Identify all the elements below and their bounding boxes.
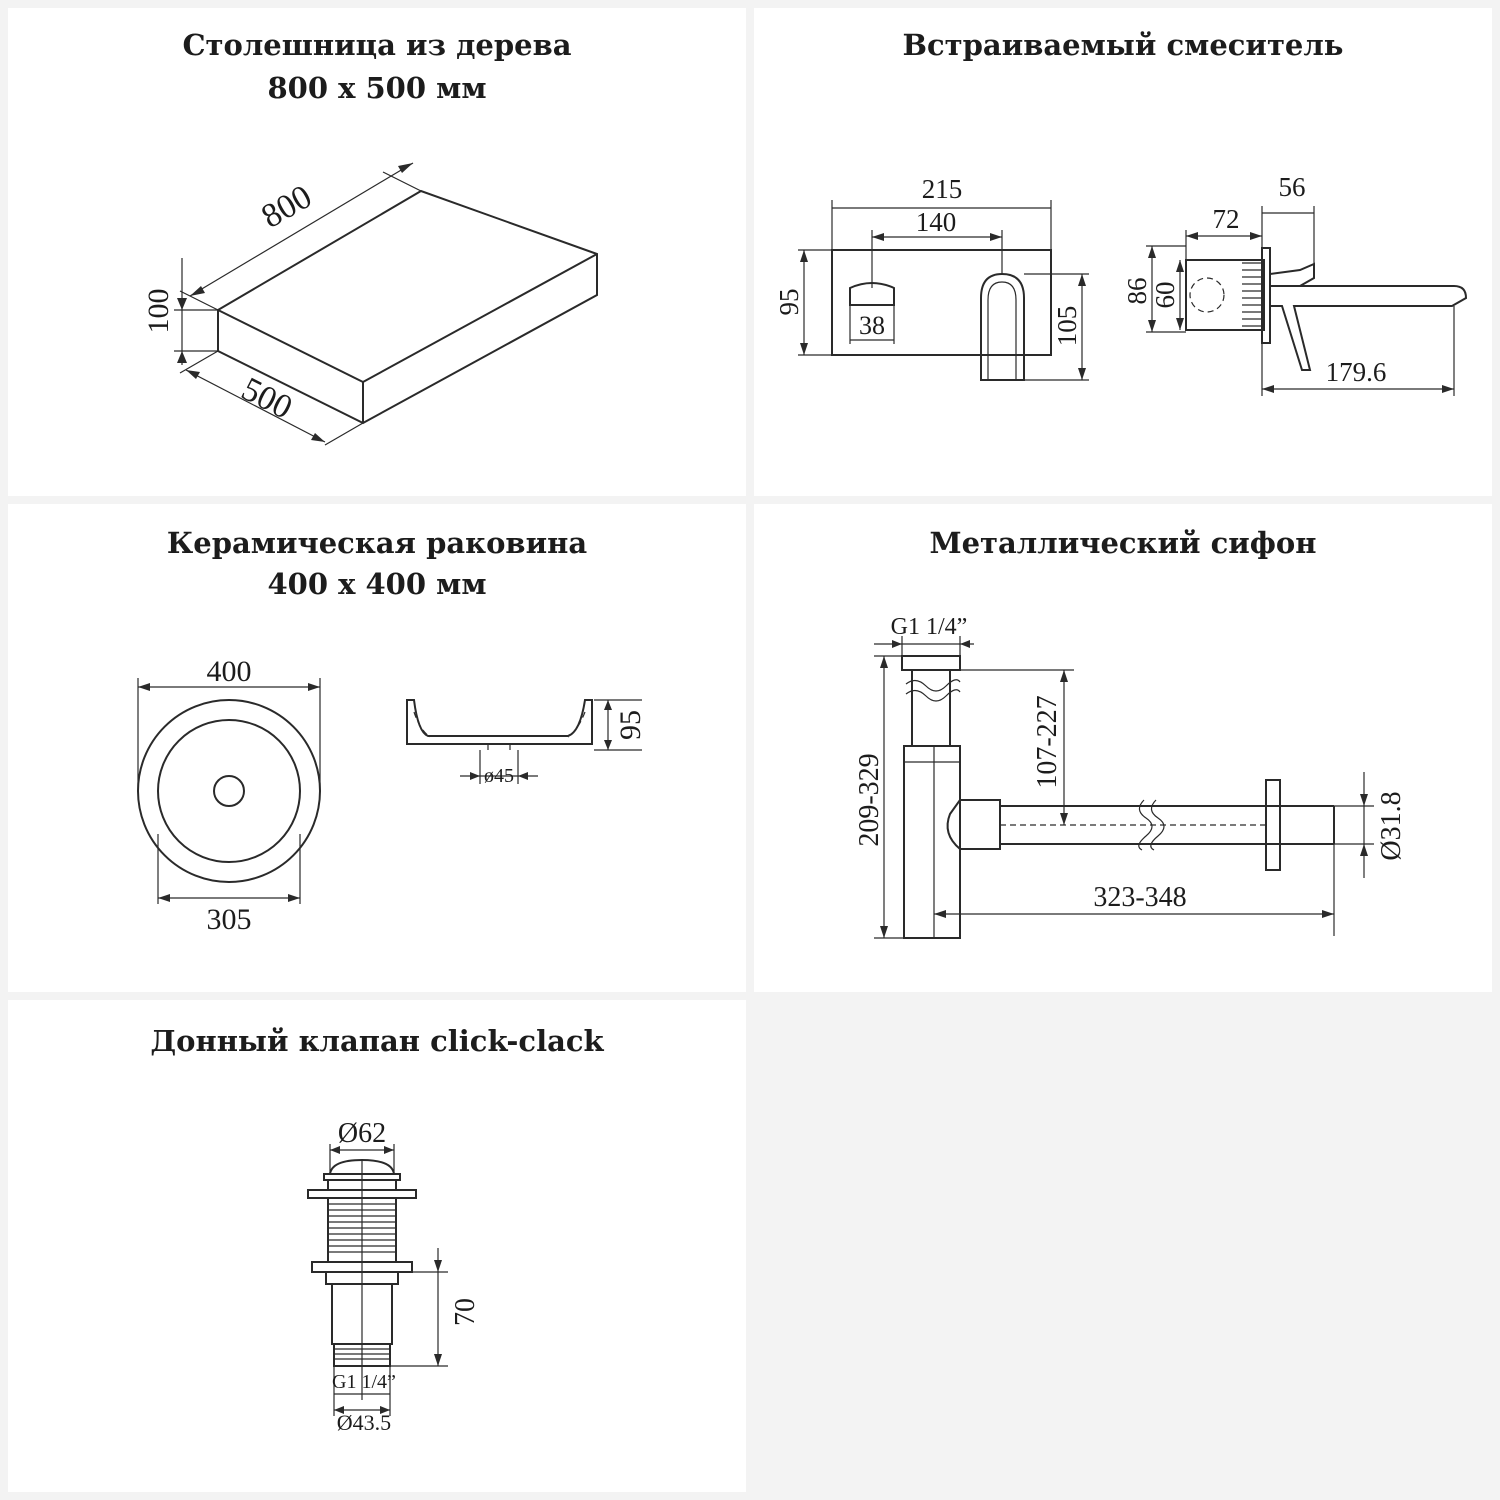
dim-400: 400 [207, 655, 252, 688]
panel-siphon: Металлический сифон G1 1/4” 209-32 [754, 504, 1492, 992]
siphon-title: Металлический сифон [929, 526, 1317, 560]
dim-100: 100 [142, 289, 175, 334]
dim-215: 215 [922, 174, 963, 204]
dim-38: 38 [859, 311, 885, 340]
dim-o31-8: Ø31.8 [1376, 791, 1407, 860]
sink-side-profile [406, 699, 593, 745]
dim-o62: Ø62 [338, 1118, 386, 1149]
dim-305: 305 [207, 903, 252, 936]
faucet-spout-side [1270, 285, 1468, 371]
dim-86: 86 [1122, 278, 1152, 305]
faucet-wall-plate [1261, 247, 1271, 344]
panel-countertop: Столешница из дерева 800 х 500 мм 800 10… [8, 8, 746, 496]
countertop-title-line2: 800 х 500 мм [267, 71, 487, 105]
dim-140: 140 [916, 207, 957, 237]
sink-outer-rim [137, 699, 321, 883]
valve-title: Донный клапан click-clack [150, 1024, 604, 1058]
dim-179-6: 179.6 [1326, 357, 1387, 387]
dim-105: 105 [1052, 306, 1082, 347]
panel-faucet: Встраиваемый смеситель 215 140 95 38 [754, 8, 1492, 496]
dim-500: 500 [236, 371, 298, 427]
faucet-drawing: 215 140 95 38 105 [774, 172, 1468, 396]
sink-drawing: 400 305 95 ø45 [137, 655, 647, 936]
dim-o45: ø45 [484, 765, 514, 787]
countertop-title-line1: Столешница из дерева [182, 28, 572, 62]
faucet-title: Встраиваемый смеситель [902, 28, 1344, 62]
empty-area [754, 1000, 1492, 1492]
dim-o43-5: Ø43.5 [337, 1410, 391, 1435]
siphon-top-nut [901, 655, 961, 671]
sink-drain [213, 775, 245, 807]
panel-valve: Донный клапан click-clack [8, 1000, 746, 1492]
dim-323-348: 323-348 [1093, 882, 1186, 913]
siphon-elbow [946, 799, 1001, 850]
valve-drawing: Ø62 70 G1 1/4” Ø43.5 [307, 1118, 481, 1435]
sink-inner-bowl [157, 719, 301, 863]
sink-title-line1: Керамическая раковина [166, 526, 588, 560]
faucet-thread [1242, 262, 1262, 327]
dim-60: 60 [1150, 282, 1180, 309]
sink-title-line2: 400 х 400 мм [267, 567, 487, 601]
dim-g1-valve: G1 1/4” [332, 1371, 396, 1393]
dim-70: 70 [450, 1298, 481, 1326]
faucet-plate [831, 249, 1052, 356]
dim-95-sink: 95 [614, 710, 647, 740]
siphon-wall-flange [1265, 779, 1281, 871]
countertop-drawing: 800 100 500 [142, 162, 598, 446]
panel-sink: Керамическая раковина 400 х 400 мм 400 3… [8, 504, 746, 992]
dim-107-227: 107-227 [1032, 695, 1063, 788]
dim-56: 56 [1279, 172, 1306, 202]
dim-95-left: 95 [774, 289, 804, 316]
dim-g1-siphon: G1 1/4” [891, 614, 968, 640]
valve-tail-thread [333, 1343, 391, 1367]
faucet-valve-body [1185, 259, 1265, 331]
dim-209-329: 209-329 [854, 753, 885, 846]
faucet-lever [1269, 262, 1315, 287]
siphon-drawing: G1 1/4” 209-329 107-227 323-348 Ø31.8 [854, 614, 1407, 939]
dim-72: 72 [1213, 204, 1240, 234]
siphon-bottle [903, 745, 961, 939]
faucet-knob [849, 282, 895, 306]
dim-800: 800 [255, 178, 318, 236]
